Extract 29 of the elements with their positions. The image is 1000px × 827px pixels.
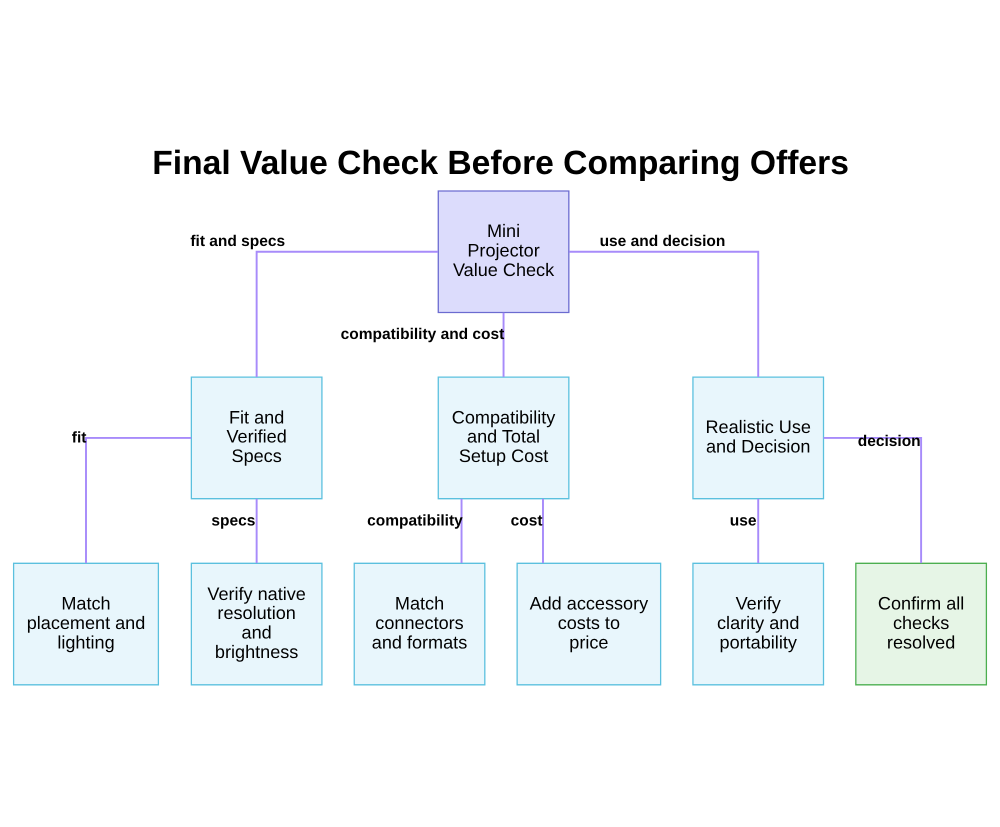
connector (569, 250, 760, 376)
connector (256, 498, 258, 562)
connector (542, 498, 544, 562)
edge-label: use (730, 512, 757, 529)
connector (757, 498, 760, 562)
edge-label: cost (510, 512, 543, 529)
connector (85, 436, 192, 563)
edge-label: specs (211, 512, 256, 529)
diagram-title: Final Value Check Before Comparing Offers (152, 144, 849, 182)
node-box: Verify native resolution and brightness (190, 562, 323, 685)
node-box: Match placement and lighting (12, 562, 160, 685)
connector (256, 250, 438, 376)
node-box: Compatibility and Total Setup Cost (438, 376, 570, 499)
node-box: Fit and Verified Specs (190, 376, 323, 499)
node-box: Verify clarity and portability (692, 562, 824, 685)
node-box: Confirm all checks resolved (855, 562, 988, 685)
node-box: Add accessory costs to price (516, 562, 662, 685)
node-box: Mini Projector Value Check (438, 190, 570, 313)
connector (824, 436, 922, 563)
connector (502, 312, 505, 376)
edge-label: use and decision (600, 232, 726, 250)
edge-label: decision (858, 432, 921, 450)
edge-label: fit and specs (190, 232, 286, 250)
edge-label: compatibility and cost (340, 326, 504, 343)
node-box: Realistic Use and Decision (692, 376, 824, 499)
connector (460, 498, 463, 562)
node-box: Match connectors and formats (354, 562, 486, 685)
edge-label: fit (72, 428, 86, 446)
edge-label: compatibility (367, 512, 463, 529)
